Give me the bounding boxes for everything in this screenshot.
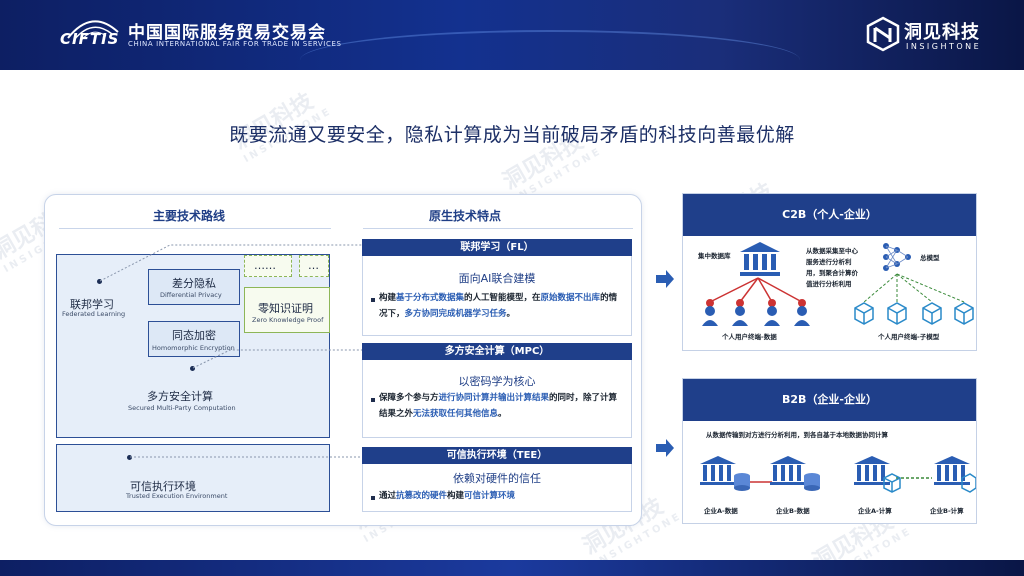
page-title: 既要流通又要安全，隐私计算成为当前破局矛盾的科技向善最优解 bbox=[229, 124, 795, 146]
b2b-card: B2B（企业-企业） bbox=[682, 378, 977, 524]
b2b-label: 企业A-数据 bbox=[704, 507, 738, 515]
c2b-right-caption: 个人用户终端-子模型 bbox=[878, 333, 940, 341]
connector-dot bbox=[190, 366, 195, 371]
bank-icon bbox=[740, 242, 780, 276]
enterprise-compute-icon bbox=[854, 456, 976, 493]
b2b-label: 企业B-数据 bbox=[776, 507, 810, 515]
route-dp-label: 差分隐私 bbox=[172, 277, 216, 290]
c2b-left-caption: 个人用户终端-数据 bbox=[722, 333, 777, 341]
route-tee-label: 可信执行环境 bbox=[130, 480, 196, 493]
c2b-description: 从数据采集至中心服务进行分析利用，到聚合计算价值进行分析利用 bbox=[806, 247, 858, 288]
header-swoosh bbox=[300, 30, 800, 70]
global-model-label: 总模型 bbox=[920, 254, 940, 262]
col-heading-routes: 主要技术路线 bbox=[153, 209, 226, 223]
feature-text: 通过抗篡改的硬件构建可信计算环境 bbox=[379, 491, 516, 501]
route-placeholder: …… bbox=[254, 259, 276, 272]
arrow-right-icon bbox=[656, 270, 674, 288]
route-mpc-en: Secured Multi-Party Computation bbox=[128, 404, 236, 412]
feature-card-tee: 依赖对硬件的信任 通过抗篡改的硬件构建可信计算环境 bbox=[362, 464, 632, 512]
b2b-label: 企业A-计算 bbox=[858, 507, 892, 515]
central-db-label: 集中数据库 bbox=[698, 252, 731, 260]
enterprise-data-icon bbox=[700, 456, 820, 491]
bullet-icon bbox=[371, 496, 375, 500]
feature-text: 保障多个参与方进行协同计算并输出计算结果的同时，除了计算结果之外无法获取任何其他… bbox=[379, 393, 618, 419]
user-network-icon bbox=[702, 277, 810, 326]
feature-card-fl: 面向AI联合建模 构建基于分布式数据集的人工智能模型，在原始数据不出库的情况下，… bbox=[362, 256, 632, 336]
ciftis-logo-text: CIFTIS bbox=[60, 30, 120, 48]
divider bbox=[363, 228, 633, 229]
bullet-icon bbox=[371, 298, 375, 302]
footer-bar bbox=[0, 560, 1024, 576]
feature-card-mpc: 以密码学为核心 保障多个参与方进行协同计算并输出计算结果的同时，除了计算结果之外… bbox=[362, 360, 632, 438]
fair-name-cn: 中国国际服务贸易交易会 bbox=[128, 23, 326, 43]
ciftis-logo-icon bbox=[67, 20, 119, 43]
route-tee-en: Trusted Execution Environment bbox=[126, 492, 228, 500]
b2b-header: B2B（企业-企业） bbox=[683, 379, 976, 421]
divider bbox=[59, 228, 331, 229]
route-zkp-en: Zero Knowledge Proof bbox=[252, 316, 324, 324]
connector-dot bbox=[97, 279, 102, 284]
bullet-icon bbox=[371, 398, 375, 402]
cube-network-icon bbox=[854, 273, 974, 325]
fair-name-en: CHINA INTERNATIONAL FAIR FOR TRADE IN SE… bbox=[128, 40, 342, 48]
feature-text: 构建基于分布式数据集的人工智能模型，在原始数据不出库的情况下，多方协同完成机器学… bbox=[379, 293, 618, 319]
connector-dot bbox=[127, 455, 132, 460]
feature-header-mpc: 多方安全计算（MPC） bbox=[362, 343, 632, 360]
route-box-zkp bbox=[244, 287, 330, 333]
col-heading-features: 原生技术特点 bbox=[429, 209, 502, 223]
insightone-logo-icon bbox=[866, 16, 900, 52]
route-dp-en: Differential Privacy bbox=[160, 291, 222, 299]
feature-header-fl: 联邦学习（FL） bbox=[362, 239, 632, 256]
arrow-right-icon bbox=[656, 439, 674, 457]
c2b-header: C2B（个人-企业） bbox=[683, 194, 976, 236]
header-bar: CIFTIS 中国国际服务贸易交易会 CHINA INTERNATIONAL F… bbox=[0, 0, 1024, 70]
feature-title: 以密码学为核心 bbox=[458, 375, 536, 388]
b2b-description: 从数据传输到对方进行分析利用，到各自基于本地数据协同计算 bbox=[706, 431, 888, 439]
route-placeholder: … bbox=[308, 259, 319, 272]
feature-title: 面向AI联合建模 bbox=[458, 272, 536, 285]
route-he-en: Homomorphic Encryption bbox=[152, 344, 235, 352]
route-fl-en: Federated Learning bbox=[62, 310, 126, 318]
feature-header-tee: 可信执行环境（TEE） bbox=[362, 447, 632, 464]
b2b-label: 企业B-计算 bbox=[930, 507, 964, 515]
feature-title: 依赖对硬件的信任 bbox=[453, 472, 541, 485]
c2b-card: C2B（个人-企业） bbox=[682, 193, 977, 351]
route-fl-label: 联邦学习 bbox=[70, 298, 114, 311]
route-box-tee bbox=[56, 444, 330, 512]
route-he-label: 同态加密 bbox=[172, 329, 216, 342]
route-zkp-label: 零知识证明 bbox=[258, 302, 313, 315]
brand-name-en: INSIGHTONE bbox=[906, 42, 982, 51]
brand-name-cn: 洞见科技 bbox=[904, 22, 980, 43]
neural-model-icon bbox=[883, 243, 911, 271]
route-mpc-label: 多方安全计算 bbox=[147, 390, 213, 403]
